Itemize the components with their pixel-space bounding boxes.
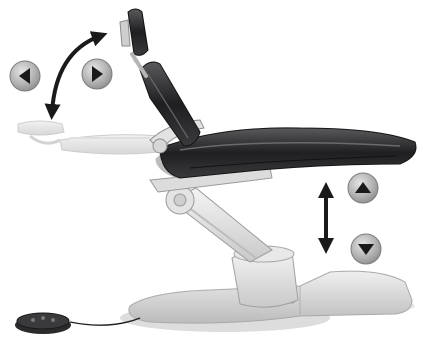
lower-button[interactable] (350, 233, 382, 265)
recline-forward-button[interactable] (81, 58, 113, 90)
headrest (119, 8, 149, 78)
reclined-position-ghost (17, 120, 177, 155)
lift-arm (165, 185, 273, 263)
chevron-up-icon (355, 182, 371, 193)
chevron-down-icon (358, 244, 374, 255)
seat-cushion (159, 127, 417, 179)
recline-back-button[interactable] (9, 60, 41, 92)
recline-arrow (44, 31, 108, 120)
chevron-left-icon (19, 68, 30, 84)
foot-pedal (15, 312, 141, 334)
chevron-right-icon (92, 66, 103, 82)
raise-button[interactable] (347, 172, 379, 204)
